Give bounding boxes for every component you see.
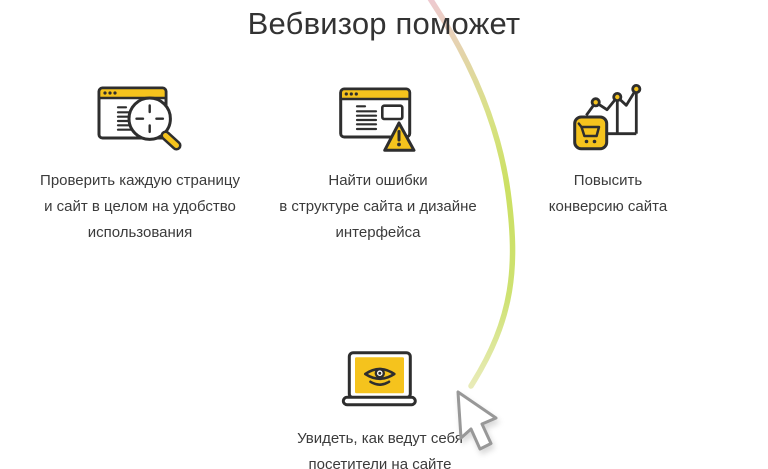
feature-text-line: в структуре сайта и дизайне (279, 198, 477, 215)
feature-visitor-behavior-text: Увидеть, как ведут себя посетители на са… (297, 426, 463, 469)
section-title: Вебвизор поможет (247, 6, 521, 41)
feature-conversion-text: Повысить конверсию сайта (549, 168, 667, 220)
feature-conversion: Повысить конверсию сайта (498, 82, 718, 220)
feature-errors-text: Найти ошибки в структуре сайта и дизайне… (279, 168, 476, 246)
feature-text-line: Найти ошибки (328, 172, 428, 189)
laptop-eye-icon (341, 350, 419, 408)
feature-text-line: интерфейса (335, 224, 421, 241)
browser-warning-icon (336, 86, 420, 156)
feature-text-line: посетители на сайте (308, 456, 452, 469)
feature-text-line: и сайт в целом на удобство (44, 198, 236, 215)
feature-text-line: Увидеть, как ведут себя (297, 430, 463, 447)
feature-errors: Найти ошибки в структуре сайта и дизайне… (268, 86, 488, 246)
cart-growth-chart-icon (569, 82, 647, 154)
feature-text-line: Проверить каждую страницу (40, 172, 240, 189)
browser-magnifier-icon (95, 84, 185, 152)
feature-visitor-behavior: Увидеть, как ведут себя посетители на са… (270, 350, 490, 469)
feature-text-line: конверсию сайта (548, 198, 668, 215)
feature-usability: Проверить каждую страницу и сайт в целом… (30, 84, 250, 246)
feature-text-line: Повысить (573, 172, 643, 189)
feature-usability-text: Проверить каждую страницу и сайт в целом… (40, 168, 240, 246)
feature-text-line: использования (87, 224, 193, 241)
